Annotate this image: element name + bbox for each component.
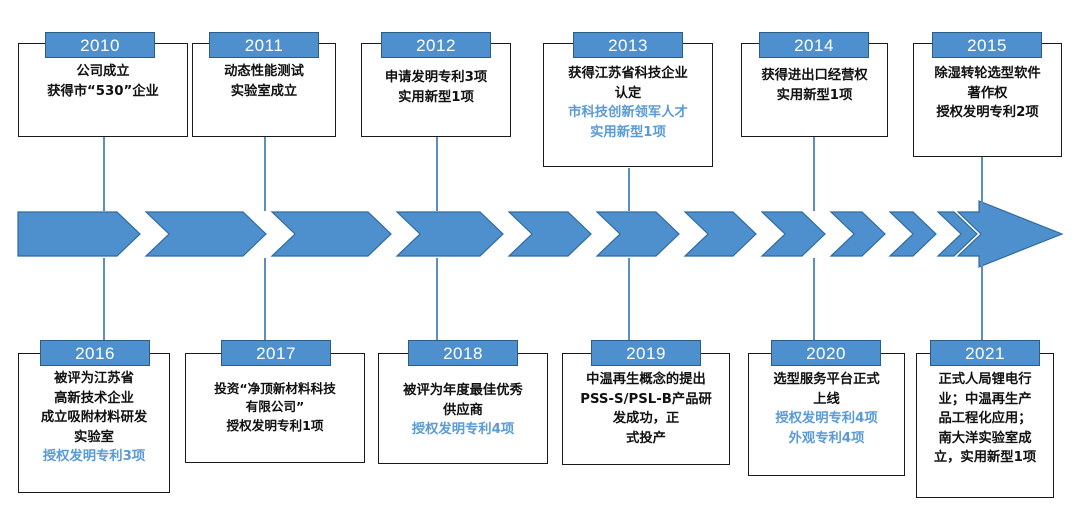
- connector-top-2011: [264, 137, 266, 211]
- connector-bottom-2019: [628, 258, 630, 340]
- connector-top-2012: [436, 137, 438, 211]
- milestone-text-2021: 正式人局锂电行业；中温再生产品工程化应用； 南大洋实验室成立，实用新型1项: [916, 370, 1054, 468]
- year-tab-2018[interactable]: 2018: [408, 340, 518, 366]
- line-2018-0: 被评为年度最佳优秀: [403, 383, 523, 398]
- milestone-box-2016[interactable]: [18, 353, 170, 493]
- line-2021-1: 业；中温再生产: [938, 391, 1032, 407]
- chevron-7: [683, 211, 757, 257]
- line-2018-2: 授权发明专利4项: [411, 422, 515, 437]
- milestone-text-2016: 被评为江苏省高新技术企业成立吸附材料研发实验室授权发明专利3项: [18, 369, 170, 467]
- line-2019-3: 式投产: [626, 430, 666, 446]
- line-2017-2: 授权发明专利1项: [226, 417, 324, 433]
- connector-bottom-2020: [813, 258, 815, 340]
- milestone-text-2014: 获得进出口经营权实用新型1项: [741, 66, 888, 105]
- line-2011-1: 实验室成立: [230, 83, 298, 99]
- milestone-box-2018[interactable]: [378, 353, 548, 464]
- milestone-text-2019: 中温再生概念的提出 PSS-S/PSL-B产品研发成功，正式投产: [562, 370, 730, 448]
- chevron-1: [17, 211, 141, 257]
- milestone-box-2010[interactable]: [18, 43, 188, 137]
- line-2013-3: 实用新型1项: [590, 124, 666, 140]
- line-2019-2: 发成功，正: [612, 411, 680, 426]
- year-tab-2012[interactable]: 2012: [381, 32, 491, 58]
- line-2012-0: 申请发明专利3项: [384, 70, 488, 85]
- line-2016-1: 高新技术企业: [54, 390, 134, 406]
- line-2010-0: 公司成立: [76, 64, 130, 79]
- line-2019-0: 中温再生概念的提出: [586, 372, 706, 387]
- line-2020-0: 选型服务平台正式: [773, 372, 880, 387]
- milestone-box-2014[interactable]: [741, 43, 888, 137]
- milestone-box-2020[interactable]: [748, 353, 905, 476]
- line-2017-0: 投资“净顶新材料科技: [214, 381, 336, 396]
- connector-bottom-2021: [981, 258, 983, 340]
- year-tab-2015[interactable]: 2015: [932, 32, 1042, 58]
- chevron-6: [595, 211, 680, 257]
- chevron-2: [144, 211, 267, 257]
- milestone-text-2018: 被评为年度最佳优秀供应商授权发明专利4项: [378, 381, 548, 440]
- milestone-text-2015: 除湿转轮选型软件著作权授权发明专利2项: [913, 64, 1062, 123]
- line-2013-1: 认定: [614, 85, 642, 101]
- line-2015-0: 除湿转轮选型软件: [934, 66, 1041, 81]
- line-2014-0: 获得进出口经营权: [761, 68, 868, 83]
- line-2016-2: 成立吸附材料研发: [40, 410, 148, 425]
- line-2017-1: 有限公司”: [245, 399, 305, 415]
- line-2020-3: 外观专利4项: [788, 430, 865, 446]
- milestone-text-2017: 投资“净顶新材料科技有限公司” 授权发明专利1项: [185, 380, 365, 435]
- connector-bottom-2017: [264, 258, 266, 340]
- chevron-4: [395, 211, 504, 257]
- year-tab-2020[interactable]: 2020: [771, 340, 881, 366]
- line-2016-3: 实验室: [74, 429, 114, 445]
- connector-bottom-2016: [103, 258, 105, 340]
- connector-top-2010: [103, 137, 105, 211]
- milestone-text-2012: 申请发明专利3项实用新型1项: [361, 68, 511, 107]
- chevron-9: [829, 211, 886, 257]
- milestone-text-2013: 获得江苏省科技企业认定市科技创新领军人才实用新型1项: [543, 64, 713, 142]
- year-tab-2010[interactable]: 2010: [45, 32, 155, 58]
- line-2019-1: PSS-S/PSL-B产品研: [580, 391, 712, 407]
- line-2021-4: 立，实用新型1项: [933, 450, 1037, 465]
- line-2012-1: 实用新型1项: [398, 89, 474, 105]
- line-2021-3: 南大洋实验室成: [938, 430, 1032, 446]
- chevron-11: [936, 211, 978, 257]
- line-2016-0: 被评为江苏省: [54, 371, 134, 386]
- milestone-text-2020: 选型服务平台正式上线授权发明专利4项外观专利4项: [748, 370, 905, 448]
- line-2021-0: 正式人局锂电行: [938, 372, 1032, 387]
- line-2015-1: 著作权: [967, 85, 1008, 101]
- chevron-arrowhead: [956, 200, 1064, 268]
- year-tab-2011[interactable]: 2011: [209, 32, 319, 58]
- connector-bottom-2018: [436, 258, 438, 340]
- year-tab-2014[interactable]: 2014: [759, 32, 869, 58]
- chevron-10: [888, 211, 937, 257]
- milestone-box-2011[interactable]: [192, 43, 336, 137]
- line-2013-0: 获得江苏省科技企业: [568, 66, 688, 81]
- connector-top-2014: [813, 137, 815, 211]
- year-tab-2013[interactable]: 2013: [573, 32, 683, 58]
- year-tab-2017[interactable]: 2017: [221, 340, 331, 366]
- line-2010-1: 获得市“530”企业: [47, 83, 159, 99]
- line-2018-1: 供应商: [443, 402, 483, 418]
- milestone-text-2011: 动态性能测试实验室成立: [192, 62, 336, 101]
- year-tab-2021[interactable]: 2021: [930, 340, 1040, 366]
- line-2015-2: 授权发明专利2项: [936, 105, 1039, 120]
- connector-top-2013: [628, 168, 630, 211]
- milestone-box-2012[interactable]: [361, 43, 511, 137]
- connector-top-2015: [981, 157, 983, 211]
- milestone-text-2010: 公司成立获得市“530”企业: [18, 62, 188, 101]
- milestone-box-2015[interactable]: [913, 43, 1062, 157]
- chevron-8: [760, 211, 826, 257]
- line-2020-1: 上线: [813, 391, 840, 407]
- line-2014-1: 实用新型1项: [776, 87, 853, 103]
- year-tab-2016[interactable]: 2016: [40, 340, 150, 366]
- chevron-5: [507, 211, 592, 257]
- milestone-box-2021[interactable]: [916, 353, 1054, 498]
- milestone-box-2019[interactable]: [562, 353, 730, 465]
- line-2021-2: 品工程化应用；: [938, 411, 1032, 426]
- chevron-3: [270, 211, 392, 257]
- line-2020-2: 授权发明专利4项: [775, 411, 878, 426]
- line-2016-4: 授权发明专利3项: [42, 449, 146, 464]
- line-2011-0: 动态性能测试: [224, 64, 304, 79]
- year-tab-2019[interactable]: 2019: [591, 340, 701, 366]
- line-2013-2: 市科技创新领军人才: [568, 105, 688, 120]
